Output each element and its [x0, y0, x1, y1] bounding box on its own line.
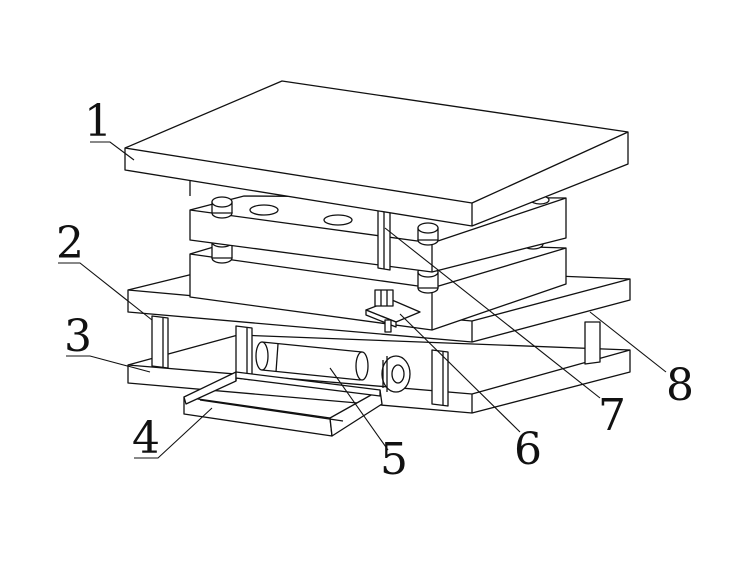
label-2: 2: [56, 218, 84, 269]
label-4: 4: [132, 413, 160, 464]
guide-pins-upper: [211, 195, 550, 246]
part-labels: 1 2 3 4 5 6 7 8: [56, 96, 694, 485]
support-pillars: [151, 315, 601, 407]
leader-lines: [58, 141, 667, 459]
ejection-cylinder: [255, 341, 369, 381]
label-6: 6: [514, 424, 542, 475]
limit-bracket: [365, 289, 421, 333]
collecting-tray: [183, 371, 383, 437]
label-1: 1: [84, 96, 112, 147]
label-8: 8: [666, 360, 694, 411]
top-clamping-plate: [124, 80, 629, 227]
label-3: 3: [64, 311, 92, 362]
label-7: 7: [598, 390, 626, 441]
vertical-guide-rod: [377, 204, 391, 271]
label-5: 5: [380, 434, 408, 485]
drive-gear: [381, 355, 411, 393]
